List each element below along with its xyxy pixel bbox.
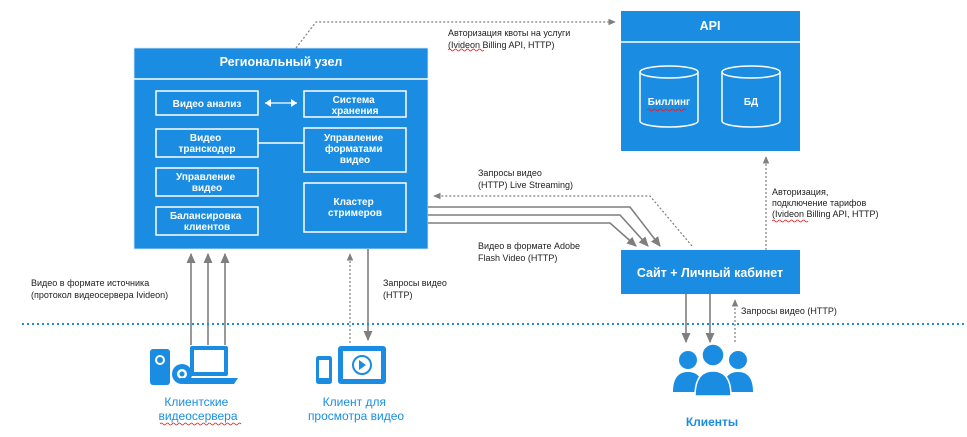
auth-tariffs-note: Авторизация, подключение тарифов (Ivideo… <box>772 187 879 219</box>
people-icon <box>673 343 753 397</box>
storage-label: Система хранения <box>332 95 379 117</box>
format-management-box <box>303 127 407 173</box>
laptop-icon <box>180 346 238 384</box>
client-balancing-box <box>155 206 259 236</box>
live-requests-arrow <box>433 192 693 247</box>
webcam-icon <box>150 349 192 385</box>
flash-video-arrow-1 <box>428 206 661 247</box>
client-servers-caption: Клиентские видеосервера <box>158 395 237 423</box>
tablet-play-icon <box>338 346 386 384</box>
phone-icon <box>316 356 332 384</box>
billing-database-icon <box>639 65 699 128</box>
adobe-flash-note: Видео в формате Adobe Flash Video (HTTP) <box>478 241 583 263</box>
video-analysis-box <box>155 90 259 116</box>
clients-caption: Клиенты <box>686 415 738 429</box>
format-management-label: Управление форматами видео <box>324 133 386 166</box>
flash-video-arrow-2 <box>428 214 649 247</box>
regional-node-title: Региональный узел <box>220 55 343 69</box>
source-format-note: Видео в формате источника (протокол виде… <box>31 278 168 300</box>
viewer-requests-note: Запросы видео (HTTP) <box>383 278 449 300</box>
quota-auth-arrow <box>295 18 616 49</box>
regional-node-box: Региональный узел Видео анализ Система х… <box>133 47 429 250</box>
api-title: API <box>700 19 721 33</box>
api-box: API Биллинг БД <box>621 11 800 151</box>
video-management-box <box>155 167 259 197</box>
clients-requests-note: Запросы видео (HTTP) <box>741 306 837 316</box>
site-box: Сайт + Личный кабинет <box>621 250 800 294</box>
video-management-label: Управление видео <box>176 172 238 194</box>
quota-auth-note: Авторизация квоты на услуги (Ivideon Bil… <box>448 28 573 50</box>
db-label: БД <box>744 97 758 108</box>
viewing-client-caption: Клиент для просмотра видео <box>308 395 404 423</box>
live-requests-note: Запросы видео (HTTP) Live Streaming) <box>478 168 573 190</box>
flash-video-arrow-3 <box>428 222 637 247</box>
billing-label: Биллинг <box>648 97 690 108</box>
streamer-cluster-box <box>303 182 407 233</box>
streamer-cluster-label: Кластер стримеров <box>328 197 382 219</box>
site-title: Сайт + Личный кабинет <box>637 266 783 280</box>
transcoder-label: Видео транскодер <box>178 133 235 155</box>
balancing-label: Балансировка клиентов <box>170 211 244 233</box>
storage-system-box <box>303 90 407 118</box>
video-analysis-label: Видео анализ <box>173 99 242 110</box>
db-database-icon <box>721 65 781 128</box>
